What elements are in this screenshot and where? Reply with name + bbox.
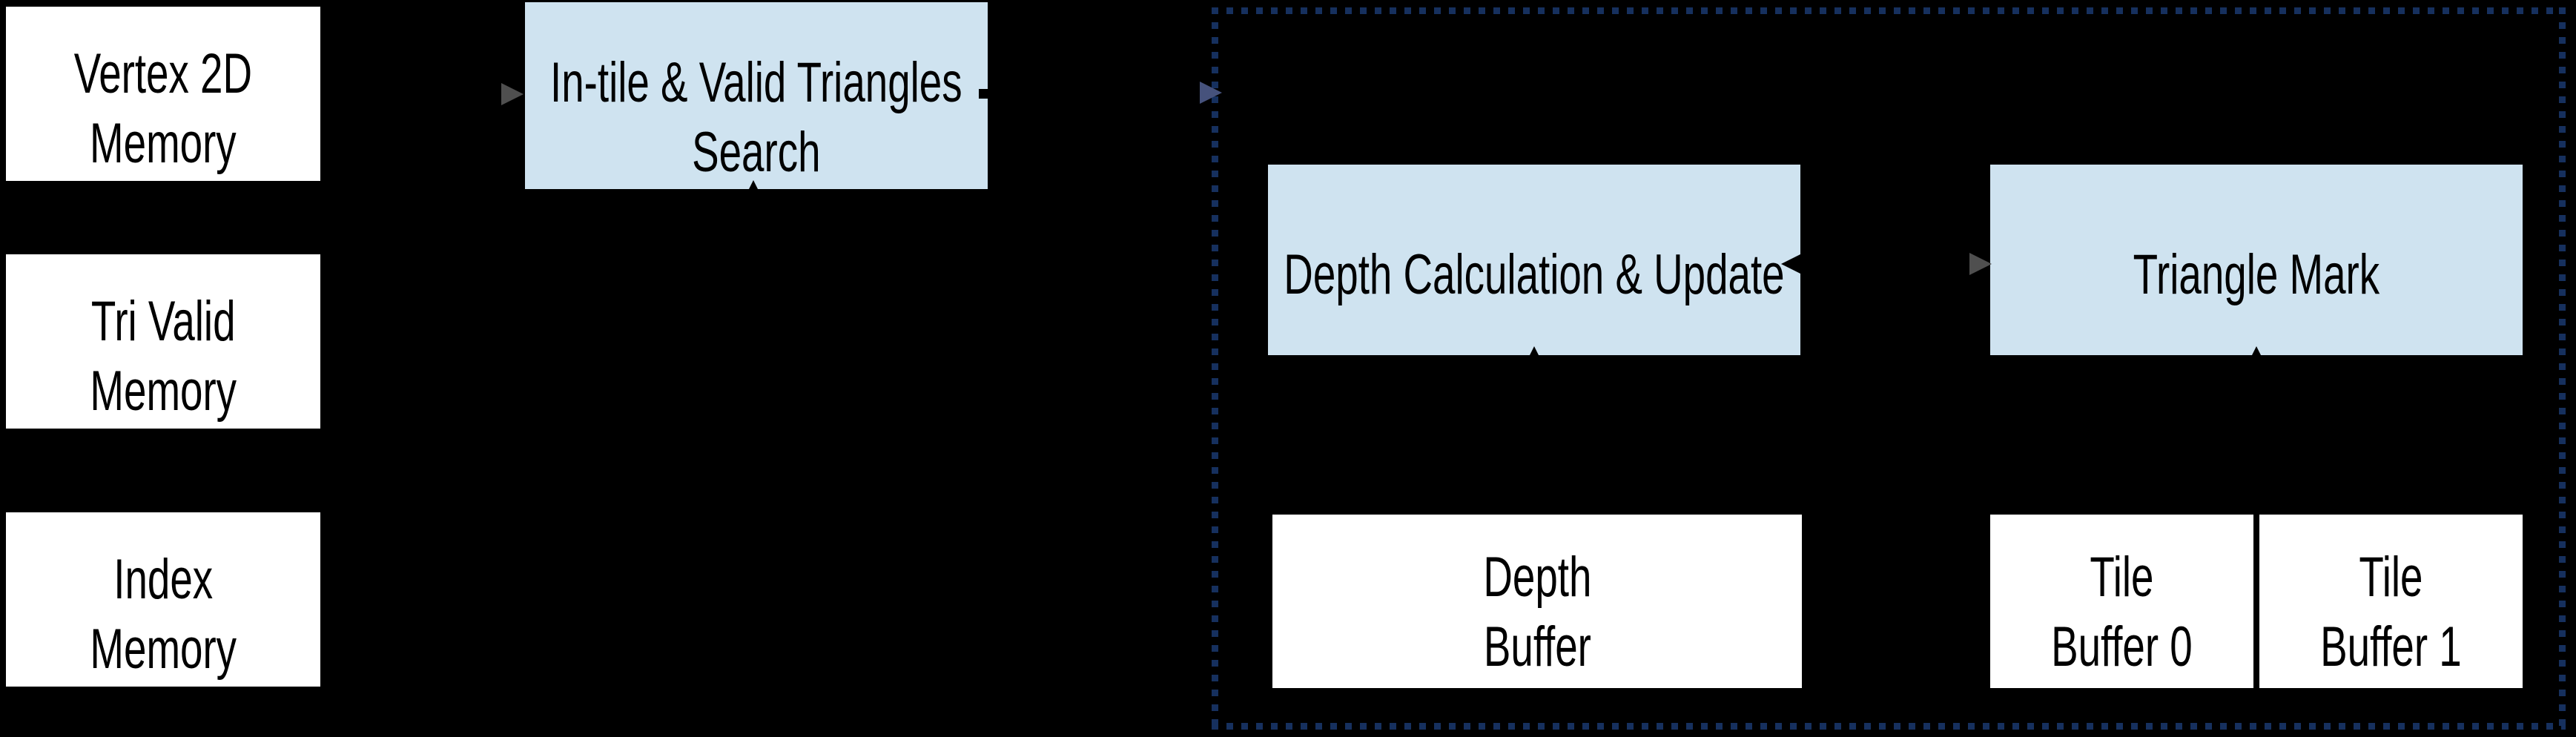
label-line: Tri Valid <box>90 289 236 353</box>
node-label: Vertex 2D Memory <box>74 10 252 179</box>
arrowhead-into-container-left-icon <box>1200 82 1222 104</box>
arrowhead-into-triangle-mark-left-icon <box>1969 253 1992 275</box>
dashed-border-right <box>2559 7 2566 730</box>
node-label: Tile Buffer 0 <box>2051 520 2193 682</box>
label-line: Search <box>692 121 821 184</box>
label-line: In-tile & Valid Triangles <box>550 51 962 114</box>
node-index-memory: Index Memory <box>6 512 320 687</box>
tile-buffer-divider <box>2253 515 2259 688</box>
node-label: Triangle Mark <box>2133 211 2380 310</box>
node-in-tile-valid-triangles-search: In-tile & Valid Triangles Search <box>525 2 988 189</box>
dashed-border-left <box>1212 7 1218 730</box>
dashed-border-bottom <box>1212 723 2566 730</box>
node-tile-buffer-0: Tile Buffer 0 <box>1990 515 2253 688</box>
label-line: Tile <box>2090 546 2154 609</box>
node-tile-buffers: Tile Buffer 0 Tile Buffer 1 <box>1990 515 2523 688</box>
label-line: Memory <box>90 359 237 423</box>
arrow-tail-search-right-icon <box>979 89 997 99</box>
node-label: Tile Buffer 1 <box>2320 520 2462 682</box>
node-label: Tri Valid Memory <box>90 257 237 426</box>
node-label: Depth Buffer <box>1483 520 1591 682</box>
label-line: Memory <box>90 617 237 681</box>
arrowhead-into-search-left-icon <box>501 83 524 105</box>
node-depth-buffer: Depth Buffer <box>1272 515 1802 688</box>
label-line: Buffer <box>1483 615 1591 678</box>
node-tile-buffer-1: Tile Buffer 1 <box>2259 515 2523 688</box>
node-label: Index Memory <box>90 515 237 684</box>
node-triangle-mark: Triangle Mark <box>1990 165 2523 355</box>
node-vertex-2d-memory: Vertex 2D Memory <box>6 7 320 181</box>
node-depth-calculation-update: Depth Calculation & Update <box>1268 165 1800 355</box>
arrowhead-into-depth-calc-bottom-icon <box>1525 346 1544 366</box>
arrowhead-into-search-bottom-icon <box>744 180 763 199</box>
label-line: Depth <box>1482 546 1592 609</box>
label-line: Buffer 0 <box>2051 615 2193 678</box>
node-label: Depth Calculation & Update <box>1284 211 1784 310</box>
label-line: Depth Calculation & Update <box>1284 242 1785 306</box>
node-tri-valid-memory: Tri Valid Memory <box>6 254 320 429</box>
label-line: Memory <box>90 111 237 175</box>
node-label: In-tile & Valid Triangles Search <box>550 4 962 188</box>
label-line: Tile <box>2359 546 2423 609</box>
label-line: Vertex 2D <box>73 42 253 105</box>
label-line: Buffer 1 <box>2320 615 2462 678</box>
arrowhead-into-triangle-mark-bottom-icon <box>2247 346 2266 366</box>
label-line: Triangle Mark <box>2133 242 2380 306</box>
label-line: Index <box>113 547 213 611</box>
arrowhead-into-depth-calc-right-icon <box>1781 253 1803 275</box>
dashed-border-top <box>1212 7 2566 14</box>
